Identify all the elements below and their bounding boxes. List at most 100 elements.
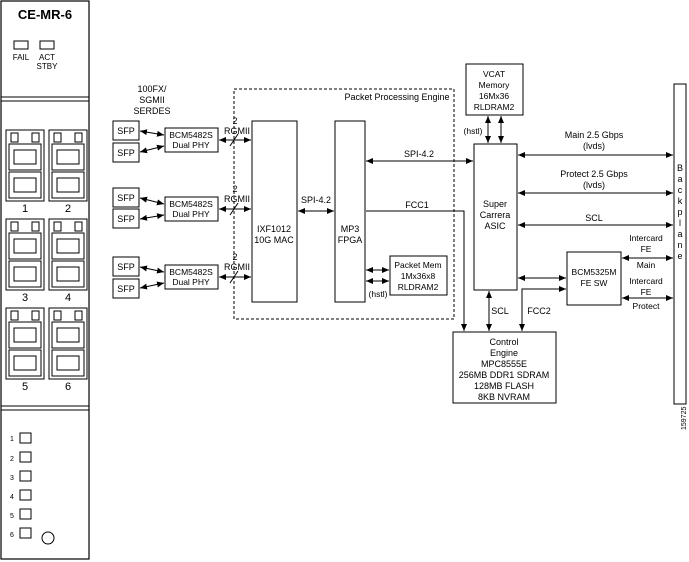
vcat-line2: Memory	[479, 80, 510, 90]
status-led	[19, 508, 32, 520]
mp3-sublabel: FPGA	[338, 235, 363, 245]
sfp-label: SFP	[117, 214, 135, 224]
sfp-label: SFP	[117, 284, 135, 294]
sfp-box	[112, 256, 140, 277]
rgmii-count: 2	[232, 184, 237, 194]
intercard-main-line3: Main	[637, 260, 656, 270]
sfp-label: SFP	[117, 262, 135, 272]
protect-25g-sublabel: (lvds)	[583, 180, 605, 190]
phy-box	[164, 127, 219, 153]
control-line3: MPC8555E	[481, 359, 527, 369]
asic-line2: Carrera	[480, 210, 511, 220]
reset-button	[41, 531, 55, 545]
bcm5325-line1: BCM5325M	[572, 267, 617, 277]
fail-label: FAIL	[13, 53, 30, 62]
backplane-letter: a	[677, 174, 682, 184]
rgmii-link-2: 2 RGMII	[219, 184, 251, 216]
intercard-main-line1: Intercard	[629, 233, 663, 243]
mp3-label: MP3	[341, 224, 360, 234]
lower-label-2: 2	[10, 456, 14, 463]
fcc2-link	[519, 286, 566, 331]
spi42-left-label: SPI-4.2	[301, 195, 331, 205]
lower-label-5: 5	[10, 513, 14, 520]
act-led	[39, 40, 55, 50]
sfp-header-line3: SERDES	[133, 106, 170, 116]
sfp-box	[112, 208, 140, 229]
intercard-protect-line3: Protect	[633, 301, 661, 311]
sfp-label: SFP	[117, 193, 135, 203]
sfp-box	[112, 142, 140, 163]
phy-sublabel: Dual PHY	[172, 277, 210, 287]
rgmii-count: 2	[232, 252, 237, 262]
lower-label-4: 4	[10, 494, 14, 501]
sfp-phy-arrows	[139, 129, 165, 290]
status-led	[19, 432, 32, 444]
phy-label: BCM5482S	[169, 130, 213, 140]
sfp-box	[112, 120, 140, 141]
sfp-port-cage	[48, 307, 88, 380]
bcm5325m-box	[566, 251, 622, 306]
control-line1: Control	[489, 337, 518, 347]
vcat-line4: RLDRAM2	[474, 102, 515, 112]
phy-label: BCM5482S	[169, 267, 213, 277]
stby-label: STBY	[37, 62, 59, 71]
backplane-letter: e	[677, 251, 682, 261]
act-label: ACT	[39, 53, 55, 62]
intercard-protect-line1: Intercard	[629, 276, 663, 286]
control-line2: Engine	[490, 348, 518, 358]
control-line5: 128MB FLASH	[474, 381, 534, 391]
status-led	[19, 470, 32, 482]
sfp-box	[112, 278, 140, 299]
sfp-header-line1: 100FX/	[137, 84, 167, 94]
intercard-main-line2: FE	[641, 244, 652, 254]
main-25g-label: Main 2.5 Gbps	[565, 130, 624, 140]
status-led	[19, 489, 32, 501]
mp3-fpga-box	[334, 120, 366, 303]
intercard-protect-line2: FE	[641, 287, 652, 297]
backplane-letter: l	[679, 218, 681, 228]
backplane-letter: c	[678, 185, 683, 195]
sfp-label: SFP	[117, 148, 135, 158]
port-label-5: 5	[22, 381, 28, 393]
rgmii-label: RGMII	[224, 262, 250, 272]
sfp-port-cage	[5, 307, 45, 380]
sfp-header-line2: SGMII	[139, 95, 165, 105]
phy-sublabel: Dual PHY	[172, 209, 210, 219]
vcat-memory-box	[465, 63, 524, 116]
scl-lower-label: SCL	[491, 306, 509, 316]
phy-box	[164, 196, 219, 222]
rgmii-link-1: 2 RGMII	[219, 116, 251, 147]
backplane-letter: p	[677, 207, 682, 217]
sfp-port-cage	[5, 129, 45, 202]
control-line4: 256MB DDR1 SDRAM	[459, 370, 550, 380]
pktmem-line2: 1Mx36x8	[401, 271, 436, 281]
packet-mem-box	[389, 255, 448, 296]
packet-processing-engine-boundary	[233, 88, 455, 320]
pktmem-line1: Packet Mem	[394, 260, 441, 270]
rgmii-link-3: 2 RGMII	[219, 252, 251, 284]
rgmii-count: 2	[232, 116, 237, 126]
super-carrera-asic-box	[473, 143, 518, 291]
port-label-4: 4	[65, 292, 71, 304]
vcat-line1: VCAT	[483, 69, 505, 79]
lower-label-1: 1	[10, 436, 14, 443]
line-card-panel: CE-MR-6 FAIL ACT STBY 1 2 3 4 5 6 1 2 3 …	[0, 0, 90, 560]
fail-led	[13, 40, 29, 50]
fcc1-link	[366, 210, 467, 331]
figure-id: 159725	[681, 407, 688, 430]
sfp-box	[112, 187, 140, 208]
lower-led-column	[19, 432, 32, 539]
lower-label-3: 3	[10, 475, 14, 482]
phy-sublabel: Dual PHY	[172, 140, 210, 150]
rgmii-label: RGMII	[224, 126, 250, 136]
ixf1012-box	[251, 120, 298, 303]
bcm5325-line2: FE SW	[581, 278, 608, 288]
scl-right-label: SCL	[585, 213, 603, 223]
ppe-label: Packet Processing Engine	[344, 92, 449, 102]
pktmem-line3: RLDRAM2	[398, 282, 439, 292]
sfp-port-cage	[48, 129, 88, 202]
rgmii-label: RGMII	[224, 194, 250, 204]
control-engine-box	[452, 331, 557, 404]
fcc1-label: FCC1	[405, 200, 429, 210]
